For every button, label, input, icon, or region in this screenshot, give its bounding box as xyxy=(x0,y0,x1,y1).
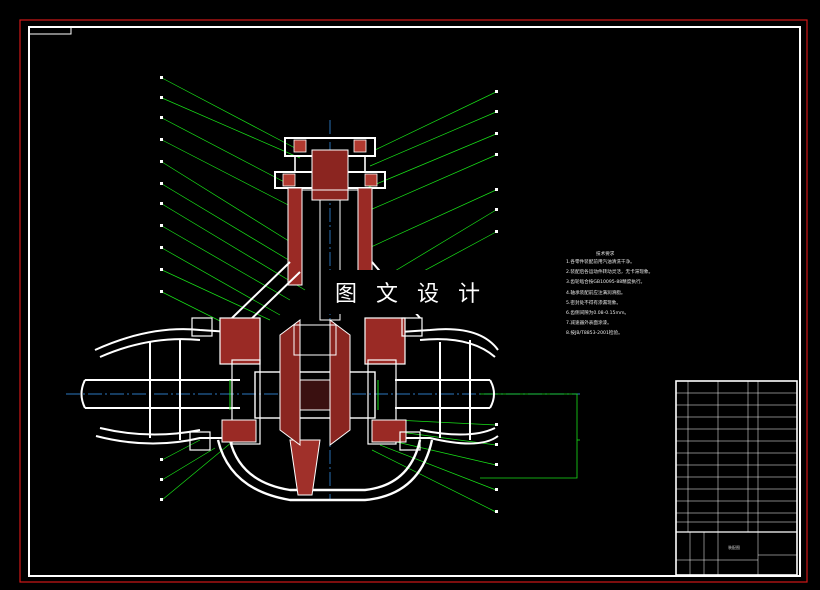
green-outline xyxy=(480,393,580,479)
notes-heading: 技术要求 xyxy=(596,252,615,257)
inner-frame xyxy=(28,26,801,577)
note-line: 5.密封处不得有渗漏现象。 xyxy=(566,300,621,306)
note-line: 7.减速器外表面涂漆。 xyxy=(566,321,612,327)
watermark: 图 文 设 计 xyxy=(323,270,498,314)
note-line: 4.轴承装配前应注满润滑脂。 xyxy=(566,290,626,296)
bosses xyxy=(189,317,423,451)
title-block xyxy=(675,380,798,576)
bottom-boss xyxy=(289,439,321,496)
note-line: 3.齿轮啮合按GB10095-88精度执行。 xyxy=(566,280,646,286)
bottom-housing xyxy=(216,439,434,502)
note-line: 1.各零件装配前用汽油清洗干净。 xyxy=(566,260,635,265)
note-line: 2.装配后各运动件转动灵活，无卡滞现象。 xyxy=(566,270,654,276)
leader-lines-left xyxy=(161,77,306,501)
outer-frame xyxy=(19,19,808,583)
left-arm xyxy=(80,328,240,445)
upper-column xyxy=(274,137,386,321)
leader-markers xyxy=(160,76,498,513)
note-line: 8.按JB/T8853-2001检验。 xyxy=(566,331,623,337)
note-line: 6.齿侧间隙为0.08-0.15mm。 xyxy=(566,311,630,317)
title-block-title: 装配图 xyxy=(728,544,740,550)
right-arm xyxy=(395,328,499,445)
technical-notes: 技术要求 1.各零件装配前用汽油清洗干净。 2.装配后各运动件转动灵活，无卡滞现… xyxy=(566,252,666,340)
corner-tab xyxy=(28,26,72,35)
gear-box xyxy=(219,317,407,446)
